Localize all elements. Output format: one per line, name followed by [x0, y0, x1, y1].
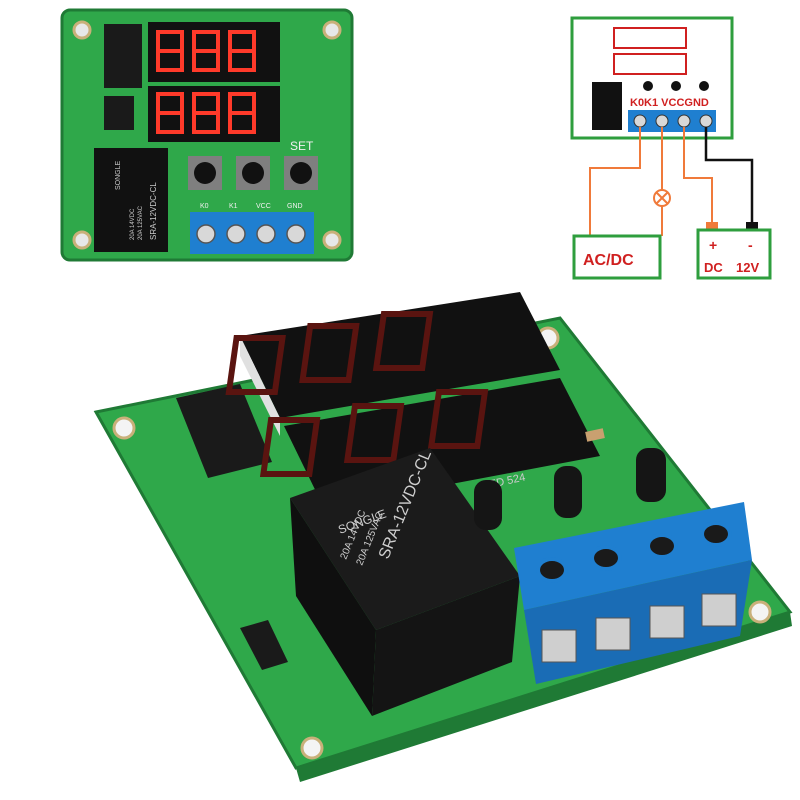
small-board: SET SONGLE 20A 14VDC 20A 125VAC SRA-12VD…: [60, 8, 354, 262]
svg-text:VCC: VCC: [256, 203, 271, 210]
small-board-chip-2: [104, 96, 134, 130]
small-board-relay-model: SRA-12VDC-CL: [149, 182, 158, 240]
diagram-load-box: [572, 234, 662, 280]
large-board-terminal-screws: [536, 521, 732, 583]
svg-text:K1: K1: [229, 203, 238, 210]
diagram-relay-block: [592, 82, 622, 130]
diagram-wire-vcc: [683, 127, 713, 226]
wiring-diagram: K0K1 VCCGND AC/DC + - DC 12V: [570, 16, 772, 280]
large-board-buttons: [474, 448, 666, 530]
large-board-display-digits: [225, 311, 489, 477]
large-board-terminal-clamps: [541, 593, 737, 663]
large-board: ED 524 SONGLE 20A 14VDC 20A 125VAC SRA-1…: [93, 292, 793, 782]
small-board-mount-hole-tl: [72, 20, 92, 40]
large-board-relay-right: [372, 576, 520, 716]
diagram-supply-plus: +: [709, 237, 717, 253]
small-board-set-label: SET: [290, 139, 314, 153]
small-board-buttons: [188, 156, 318, 190]
diagram-supply-12v: 12V: [736, 260, 759, 275]
diagram-supply-dc: DC: [704, 260, 723, 275]
small-board-mount-hole-tr: [322, 20, 342, 40]
large-board-ic: [176, 384, 272, 478]
diagram-supply-minus: -: [748, 237, 753, 253]
large-board-edge: [296, 612, 792, 782]
small-board-pcb-shade: [60, 8, 354, 262]
small-board-relay: [94, 148, 168, 252]
large-board-relay-front: [290, 498, 376, 716]
diagram-load-label: AC/DC: [583, 252, 634, 269]
diagram-wire-gnd: [704, 127, 754, 226]
diagram-plus-connector: [706, 222, 718, 230]
diagram-minus-connector: [746, 222, 758, 230]
svg-text:GND: GND: [287, 203, 303, 210]
diagram-pin-header: K0K1 VCCGND: [630, 97, 709, 109]
small-board-mount-hole-br: [322, 230, 342, 250]
diagram-supply-box: [696, 228, 772, 280]
small-board-relay-brand: SONGLE: [115, 160, 122, 190]
small-board-mount-hole-bl: [72, 230, 92, 250]
svg-text:K0: K0: [200, 203, 209, 210]
large-board-terminal-front: [524, 560, 752, 684]
small-board-relay-rating-2: 20A 125VAC: [138, 205, 144, 240]
large-board-diode: [240, 620, 288, 670]
large-board-capacitor: [585, 428, 605, 442]
large-board-display-top-side: [240, 336, 280, 436]
small-board-terminal-screws: [196, 224, 306, 244]
diagram-button-dots: [643, 81, 709, 91]
small-board-pin-labels: K0 K1 VCC GND: [200, 203, 303, 210]
large-board-relay-top: [290, 448, 520, 630]
diagram-terminal-block: [628, 110, 716, 132]
small-board-relay-rating-1: 20A 14VDC: [130, 208, 136, 240]
diagram-wire-k0: [589, 127, 641, 236]
diagram-display-outline-1: [613, 27, 687, 49]
diagram-display-outline-2: [613, 53, 687, 75]
small-board-display-digits: [156, 30, 256, 134]
small-board-ic: [104, 24, 142, 88]
large-board-terminal-top: [514, 502, 752, 610]
